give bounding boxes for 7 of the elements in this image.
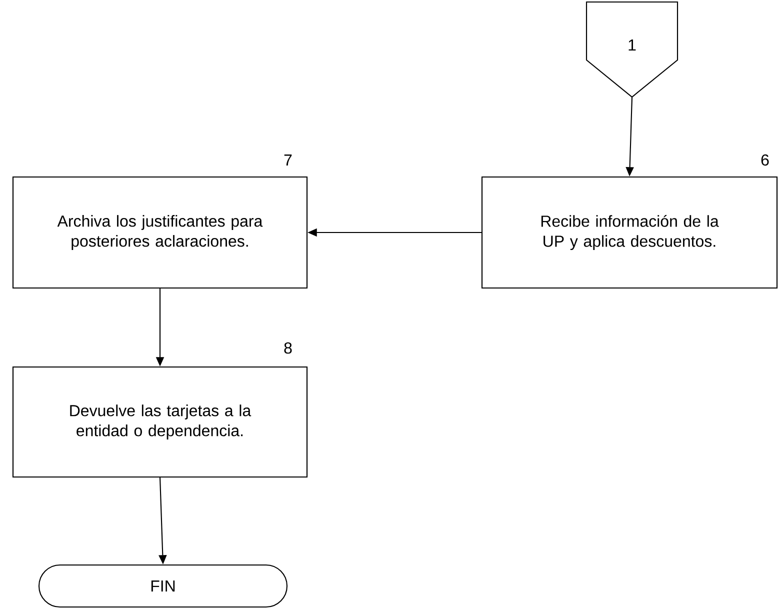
off-page-connector: 1 [586,1,678,98]
process-box: Recibe información de la UP y aplica descuentos. [481,176,778,289]
step-number: 8 [284,342,292,354]
step-number: 7 [284,154,292,166]
process-box: Devuelve las tarjetas a la entidad o dependencia. [12,366,308,478]
process-box: Archiva los justificantes para posteriores aclaraciones. [12,176,308,289]
step-number: 6 [761,154,769,166]
